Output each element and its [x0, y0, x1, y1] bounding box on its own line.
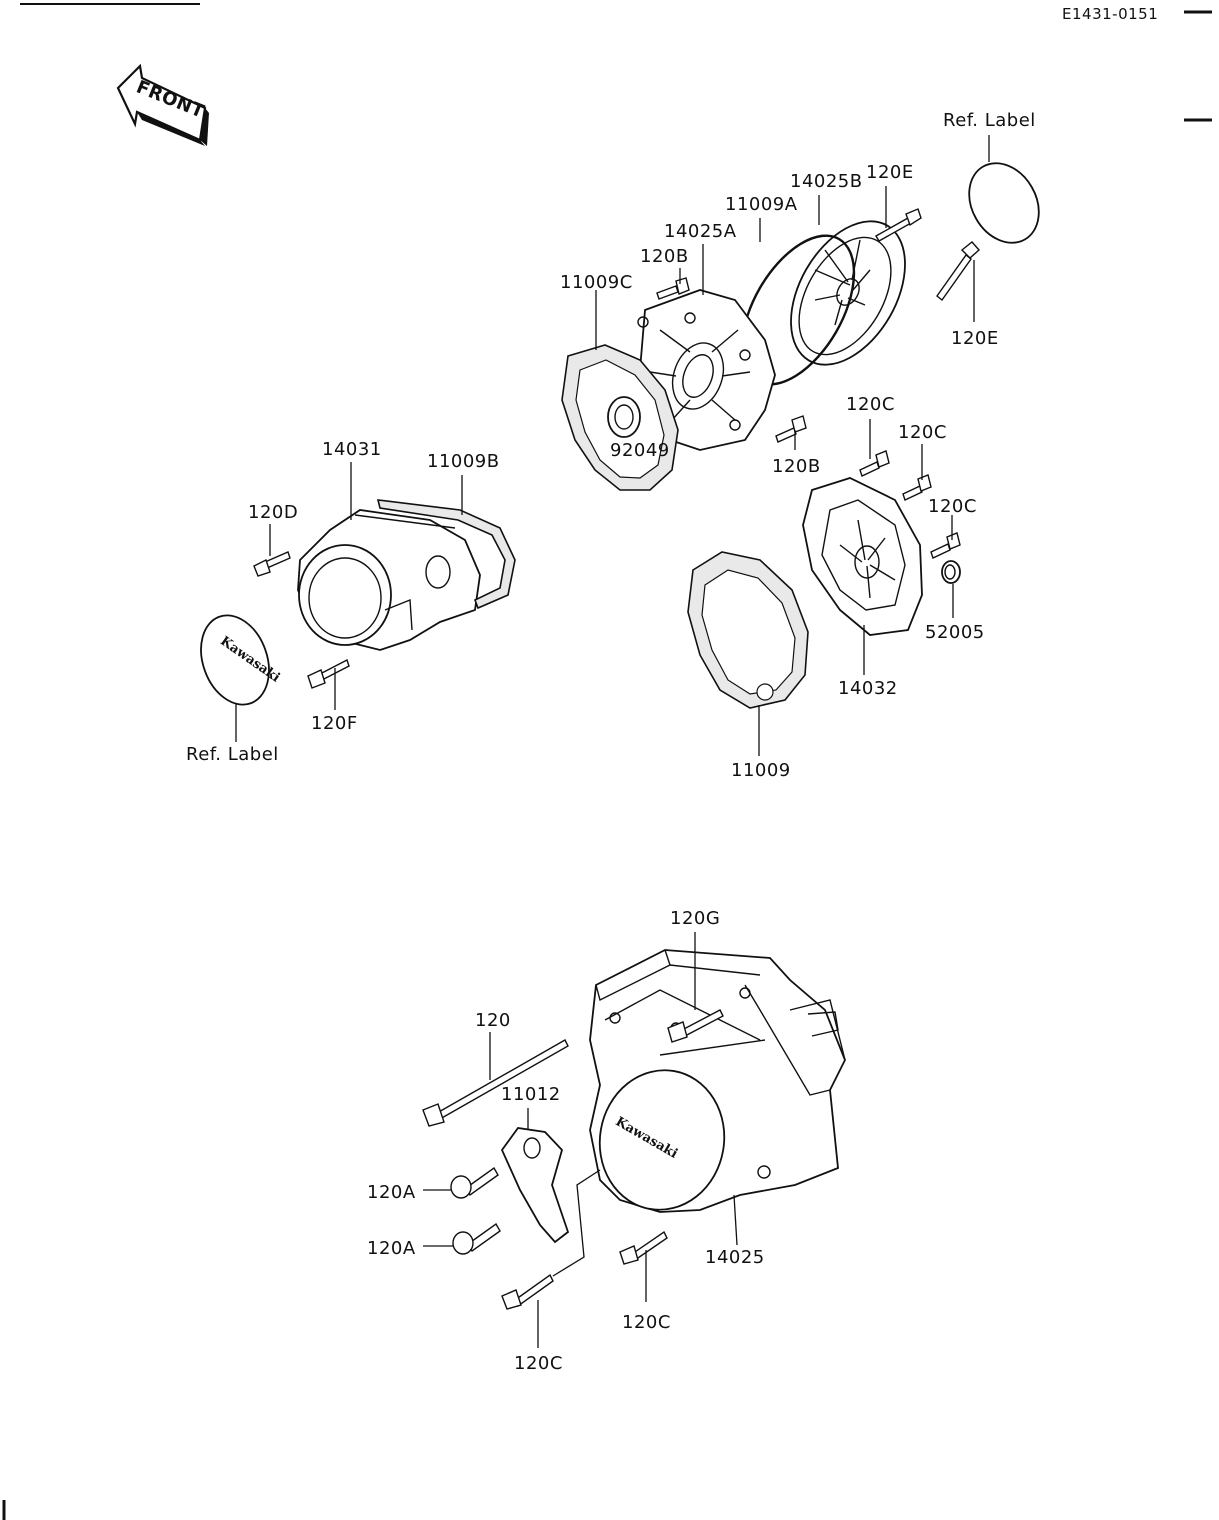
- part-11009B-gasket: [376, 499, 516, 610]
- callout-120A-bottom: 120A: [367, 1238, 416, 1259]
- bolt-120-long: [422, 1039, 569, 1127]
- callout-14031: 14031: [322, 439, 382, 460]
- bolt-120C-a: [859, 450, 890, 477]
- callout-14025: 14025: [705, 1247, 765, 1268]
- bolt-120C-c: [930, 532, 961, 559]
- ref-label-disc-top: [968, 162, 1040, 244]
- part-14032-cover: [802, 477, 923, 636]
- bolt-120D: [253, 551, 291, 577]
- callout-120G: 120G: [670, 908, 720, 929]
- callout-11009B: 11009B: [427, 451, 500, 472]
- callout-11012: 11012: [501, 1084, 561, 1105]
- part-52005-plug: [941, 560, 961, 584]
- part-14025A-housing: [637, 289, 776, 451]
- bolt-120C-bottom-right: [619, 1230, 668, 1265]
- callout-120: 120: [475, 1010, 511, 1031]
- bolt-120G: [667, 1009, 724, 1043]
- callout-52005: 52005: [925, 622, 985, 643]
- callout-120A-top: 120A: [367, 1182, 416, 1203]
- callout-11009: 11009: [731, 760, 791, 781]
- ref-label-disc-left: Kawasaki: [200, 614, 283, 706]
- callout-14032: 14032: [838, 678, 898, 699]
- bolt-120C-bottom-left: [501, 1273, 554, 1310]
- bolt-120C-b: [902, 474, 932, 501]
- callout-ref-label-top: Ref. Label: [943, 110, 1036, 131]
- callout-120C-b: 120C: [898, 422, 947, 443]
- callout-120B-top: 120B: [640, 246, 689, 267]
- part-14031-cover: [297, 509, 481, 651]
- callout-120C-bottom-left: 120C: [514, 1353, 563, 1374]
- bolt-120E-top: [875, 208, 922, 242]
- callout-120C-a: 120C: [846, 394, 895, 415]
- callout-120E-top: 120E: [866, 162, 914, 183]
- part-14025-main-cover: Kawasaki: [589, 949, 846, 1213]
- callout-11009A: 11009A: [725, 194, 798, 215]
- part-92049-seal: [607, 396, 641, 438]
- bolt-120F: [307, 659, 350, 689]
- diagram-code: E1431-0151: [1062, 5, 1158, 23]
- bolt-120B-top: [656, 277, 690, 300]
- callout-120E-right: 120E: [951, 328, 999, 349]
- bolt-120A-bottom: [452, 1222, 501, 1255]
- callout-14025B: 14025B: [790, 171, 863, 192]
- callout-92049: 92049: [610, 440, 670, 461]
- front-arrow-icon: FRONT: [116, 63, 209, 146]
- callout-120B-mid: 120B: [772, 456, 821, 477]
- bolt-120A-top: [450, 1166, 499, 1199]
- callout-11009C: 11009C: [560, 272, 633, 293]
- part-14025B-cover: [790, 220, 906, 366]
- callout-ref-label-left: Ref. Label: [186, 744, 279, 765]
- bolt-120E-right: [936, 241, 980, 302]
- part-11012-bracket: [500, 1127, 570, 1244]
- callout-120C-bottom-right: 120C: [622, 1312, 671, 1333]
- bolt-120B-mid: [775, 415, 807, 443]
- callout-120C-c: 120C: [928, 496, 977, 517]
- callout-14025A: 14025A: [664, 221, 737, 242]
- callout-120F: 120F: [311, 713, 358, 734]
- callout-120D: 120D: [248, 502, 298, 523]
